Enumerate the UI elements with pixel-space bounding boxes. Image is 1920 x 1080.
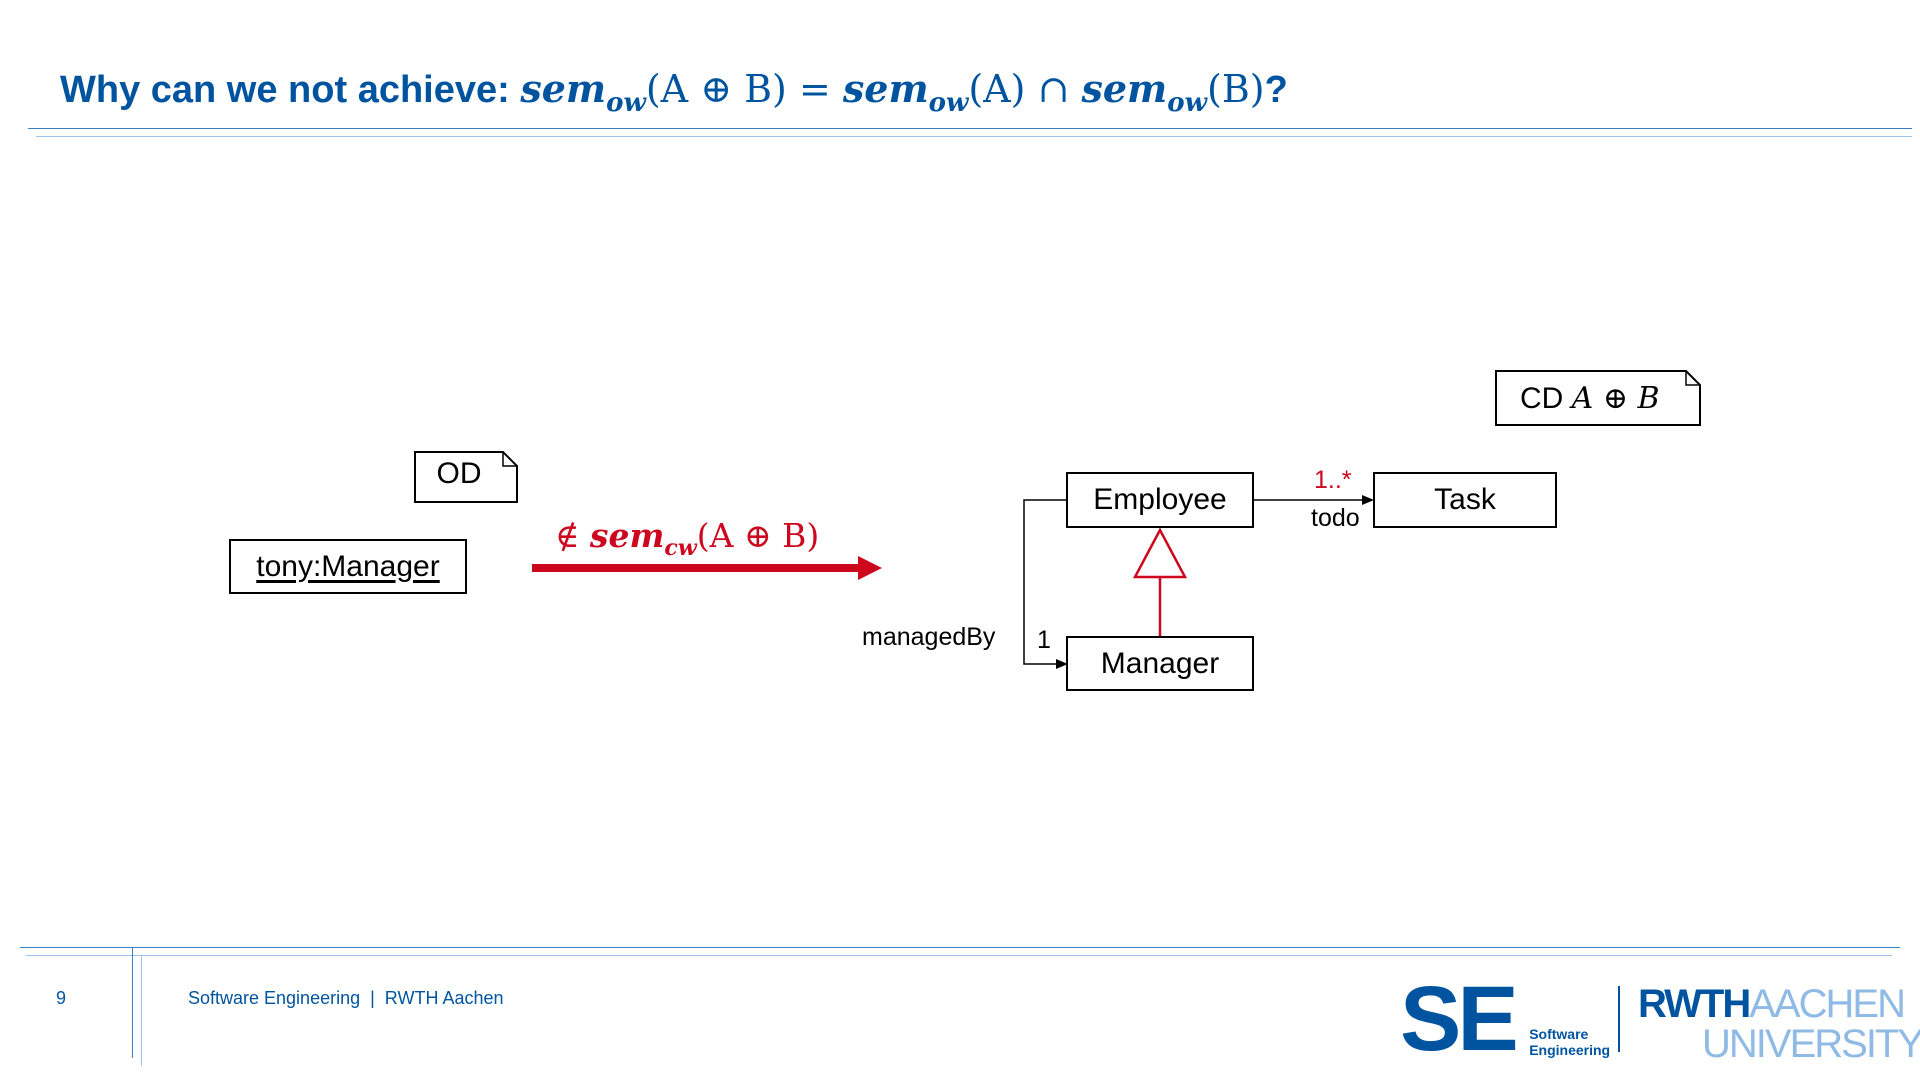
logo-separator: [1618, 986, 1620, 1052]
title-formula: semow(A ⊕ B) = semow(A) ∩ semow(B): [520, 66, 1265, 118]
managedby-association-line: [1023, 499, 1067, 665]
footer-affiliation: Software Engineering | RWTH Aachen: [188, 988, 504, 1008]
od-label: OD: [436, 457, 482, 490]
se-logo-s: SE: [1400, 968, 1519, 1070]
class-task-name: Task: [1434, 483, 1496, 516]
managedby-association-arrowhead: [1056, 659, 1068, 669]
class-manager: Manager: [1066, 636, 1254, 691]
todo-association-arrowhead: [1362, 495, 1374, 505]
page-number: 9: [56, 988, 67, 1008]
footer-divider-light: [141, 956, 142, 1066]
inheritance-triangle: [1132, 527, 1188, 579]
slide-title: Why can we not achieve: semow(A ⊕ B) = s…: [60, 66, 1288, 118]
object-name: tony:Manager: [256, 549, 440, 583]
object-tony-manager: tony:Manager: [229, 539, 467, 594]
todo-role: todo: [1311, 504, 1360, 532]
title-suffix: ?: [1264, 69, 1288, 111]
class-manager-name: Manager: [1100, 646, 1220, 680]
footer-divider: [132, 948, 133, 1058]
title-text: Why can we not achieve:: [60, 69, 521, 111]
cd-note-tag: [1495, 370, 1701, 426]
title-rule-bottom: [36, 136, 1912, 137]
rwth-logo: RWTHAACHEN UNIVERSITY: [1638, 982, 1920, 1066]
todo-multiplicity: 1..*: [1314, 466, 1352, 494]
cd-label: CD A ⊕ B: [1520, 381, 1660, 416]
not-in-semantics-label: ∉ semcw(A ⊕ B): [555, 516, 820, 561]
title-rule-top: [28, 128, 1912, 129]
managedby-role: managedBy: [862, 623, 996, 651]
class-task: Task: [1373, 472, 1557, 528]
class-employee-name: Employee: [1093, 483, 1227, 516]
footer-rule-top: [20, 947, 1900, 948]
od-note-tag: [414, 451, 518, 503]
relation-arrow-head: [858, 556, 882, 580]
class-employee: Employee: [1066, 472, 1254, 528]
managedby-multiplicity: 1: [1037, 626, 1051, 654]
footer-rule-bottom: [26, 955, 1892, 956]
